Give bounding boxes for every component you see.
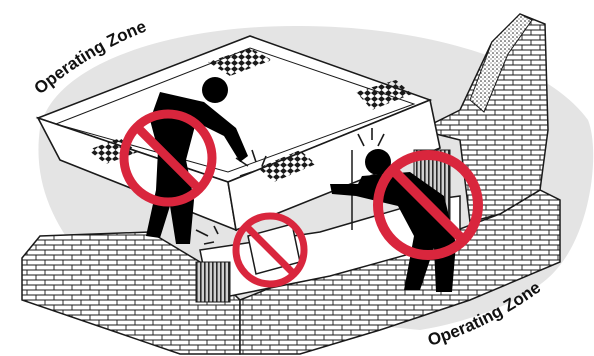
vent-slats-left <box>196 262 230 302</box>
